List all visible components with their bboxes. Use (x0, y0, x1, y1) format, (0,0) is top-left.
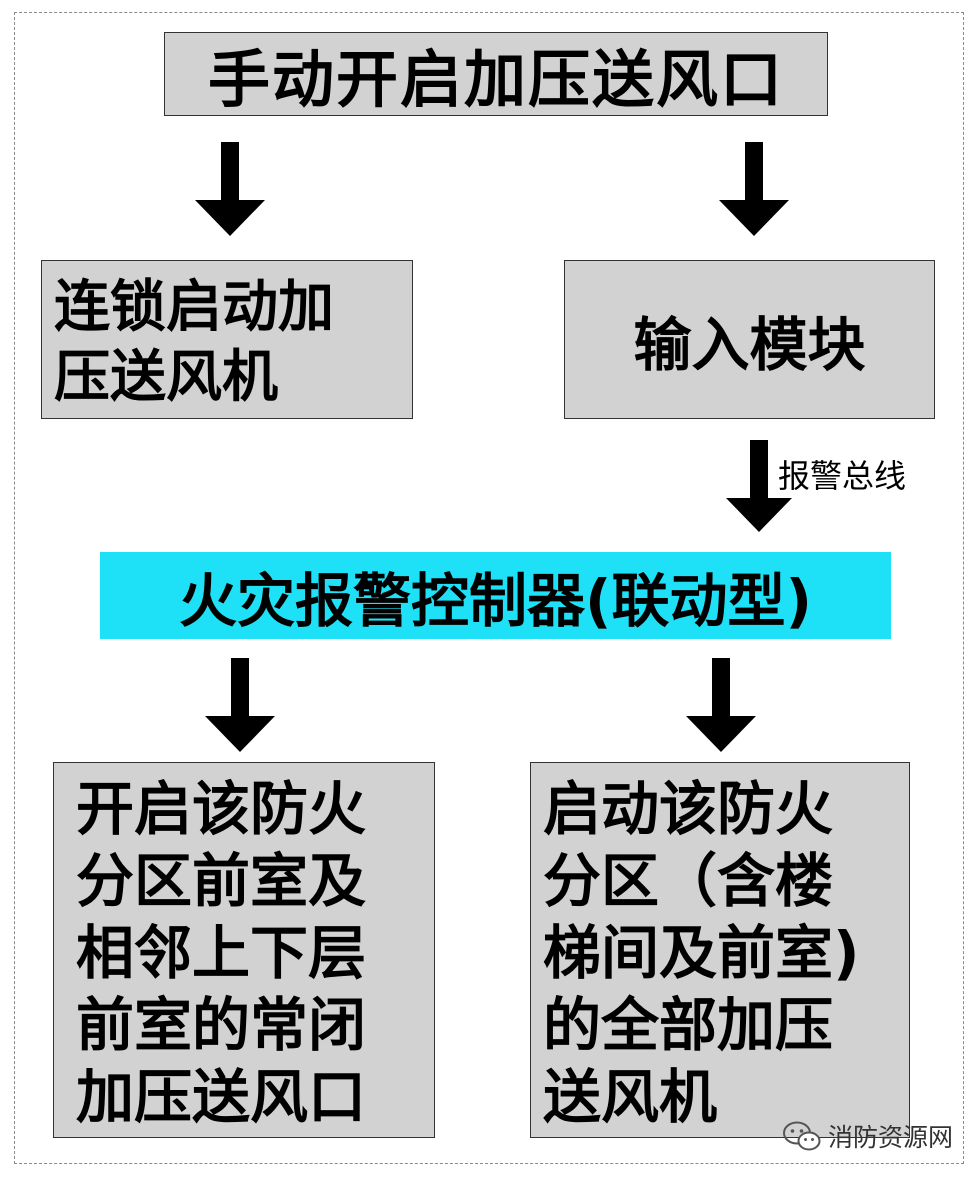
start-fans-line-3: 梯间及前室) (543, 919, 860, 987)
start-fans-line-1: 启动该防火 (543, 775, 834, 843)
arrow-bottom-left (205, 658, 275, 752)
interlock-fan-box: 连锁启动加 压送风机 (41, 260, 413, 419)
start-fans-box: 启动该防火 分区（含楼 梯间及前室) 的全部加压 送风机 (530, 762, 910, 1138)
open-dampers-line-3: 相邻上下层 (76, 919, 367, 987)
alarm-bus-label: 报警总线 (778, 457, 907, 495)
input-module-text: 输入模块 (633, 310, 866, 379)
watermark-text: 消防资源网 (828, 1123, 954, 1152)
start-fans-line-5: 送风机 (543, 1063, 718, 1131)
arrow-bottom-right (686, 658, 756, 752)
interlock-fan-line-1: 连锁启动加 (54, 275, 334, 340)
arrow-bus (726, 440, 792, 532)
arrow-top-left (195, 142, 265, 236)
watermark: 消防资源网 (782, 1118, 953, 1154)
manual-open-text: 手动开启加压送风口 (207, 43, 784, 116)
fire-alarm-controller-text: 火灾报警控制器(联动型) (178, 566, 813, 635)
wechat-icon (783, 1121, 821, 1151)
fire-alarm-controller-box: 火灾报警控制器(联动型) (100, 552, 891, 639)
manual-open-box: 手动开启加压送风口 (164, 32, 828, 116)
input-module-box: 输入模块 (564, 260, 935, 419)
open-dampers-line-1: 开启该防火 (76, 775, 367, 843)
open-dampers-line-2: 分区前室及 (76, 847, 367, 915)
open-dampers-line-5: 加压送风口 (76, 1063, 367, 1131)
start-fans-line-4: 的全部加压 (543, 991, 834, 1059)
arrow-top-right (719, 142, 789, 236)
diagram-frame (14, 12, 964, 1164)
open-dampers-box: 开启该防火 分区前室及 相邻上下层 前室的常闭 加压送风口 (53, 762, 435, 1138)
open-dampers-line-4: 前室的常闭 (76, 991, 367, 1059)
start-fans-line-2: 分区（含楼 (543, 847, 834, 915)
interlock-fan-line-2: 压送风机 (54, 345, 278, 410)
